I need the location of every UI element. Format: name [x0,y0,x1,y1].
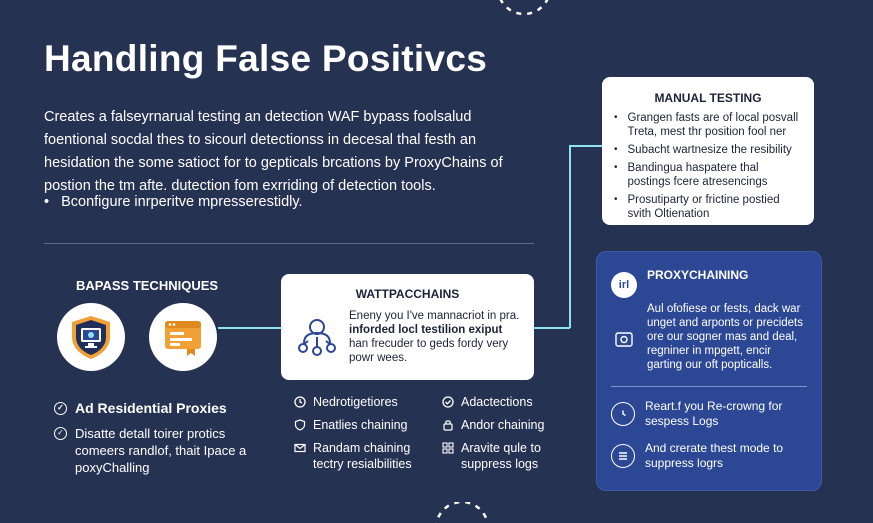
list-item-label: Nedrotigetiores [313,395,398,409]
feature-list: Nedrotigetiores Adactections Enatlies ch… [294,394,584,472]
list-icon [611,444,635,468]
list-item: • Subacht wartnesize the resibility [614,143,802,157]
list-item-label: Andor chaining [461,418,545,432]
intro-line: Creates a falseyrnarual testing an detec… [44,109,472,125]
description-plain: Eneny you I've mannacriot in pra. [349,310,520,322]
bullet-dot: • [614,144,618,155]
manual-testing-card: MANUAL TESTING • Grangen fasts are of loc… [602,77,814,225]
list-item: Randam chaining tectry resialbilities [294,440,442,472]
intro-bullet-text: Bconfigure inrperitve mpresserestidly. [61,194,303,210]
list-item-label: Subacht wartnesize the resibility [627,144,792,156]
list-item-label: Aravite qule to suppress logs [461,441,541,471]
wattpacchains-heading: WATTPACCHAINS [355,287,460,301]
lock-icon [443,420,453,431]
bullet-dot: • [614,162,618,173]
list-item: ✓ Ad Residential Proxies [54,400,274,417]
list-item: • Bandingua haspatere thal postings fcere… [614,161,802,189]
list-item: Enatlies chaining [294,417,442,433]
intro-line: foentional socdal thes to sicourl detect… [44,132,477,148]
list-item-label: Enatlies chaining [313,418,408,432]
proxy-badge-icon: irl [611,272,637,298]
list-item: Reart.f you Re-crowng for sespess Logs [611,399,807,429]
mail-icon [294,443,306,453]
page-title: Handling False Positivcs [44,38,488,79]
manual-testing-heading: MANUAL TESTING [654,91,762,105]
list-item: • Prosutiparty or frictine postied svith … [614,193,802,221]
manual-testing-list: • Grangen fasts are of local posvall Tret… [614,111,802,221]
section-divider [44,243,534,244]
list-item-label: And crerate thest mode to suppress logrs [645,441,784,470]
proxychaining-card: irl PROXYCHAINING Aul ofofiese or fests,… [596,251,822,491]
list-item: Adactections [442,394,582,410]
card-divider [611,386,807,387]
list-item-label: Grangen fasts are of local posvall Treta… [627,112,799,138]
clock-icon [611,402,635,426]
check-circle-icon [442,396,454,408]
network-users-icon [295,309,339,365]
list-item-label: Prosutiparty or frictine postied svith O… [627,194,780,220]
list-item: Aravite qule to suppress logs [442,440,582,472]
list-item: • Grangen fasts are of local posvall Tret… [614,111,802,139]
check-circle-icon: ✓ [54,427,67,440]
list-item: Andor chaining [442,417,582,433]
grid-icon [442,442,454,454]
clock-icon [294,396,306,408]
box-icon [611,302,637,372]
list-item-label: Adactections [461,395,533,409]
shield-monitor-icon [57,303,125,371]
list-item: Nedrotigetiores [294,394,442,410]
list-item-label: Disatte detall toirer protics comeers ra… [75,426,247,475]
list-item-label: Randam chaining tectry resialbilities [313,441,412,471]
proxychaining-description: Aul ofofiese or fests, dack war unget an… [647,303,803,371]
browser-window-icon [149,303,217,371]
bullet-dot: • [614,194,618,205]
list-item-label: Reart.f you Re-crowng for sespess Logs [645,399,783,428]
intro-bullet: • Bconfigure inrperitve mpresserestidly. [44,194,514,210]
bypass-techniques-heading: BAPASS TECHNIQUES [76,278,219,293]
intro-line: postion the tm afte. dutection fom exrri… [44,178,436,194]
bypass-list: ✓ Ad Residential Proxies ✓ Disatte detal… [54,400,274,476]
list-item-label: Ad Residential Proxies [75,400,227,416]
wattpacchains-card: WATTPACCHAINS Eneny you I've mannacriot … [281,274,534,380]
bottom-dashed-arc [435,502,489,523]
list-item: ✓ Disatte detall toirer protics comeers … [54,425,274,476]
proxychaining-heading: PROXYCHAINING [647,268,749,282]
intro-paragraph: Creates a falseyrnarual testing an detec… [44,106,514,198]
list-item: And crerate thest mode to suppress logrs [611,441,807,471]
check-circle-icon: ✓ [54,402,67,415]
description-rest: han frecuder to geds fordy very powr wee… [349,338,509,364]
bullet-dot: • [44,194,50,210]
intro-line: hesidation the some satioct for to gepti… [44,155,503,171]
bullet-dot: • [614,112,618,123]
wattpacchains-description: Eneny you I've mannacriot in pra. inford… [349,309,520,365]
shield-icon [294,419,306,431]
description-bold: inforded locl testilion exiput [349,324,503,336]
list-item-label: Bandingua haspatere thal postings fcere … [627,162,768,188]
